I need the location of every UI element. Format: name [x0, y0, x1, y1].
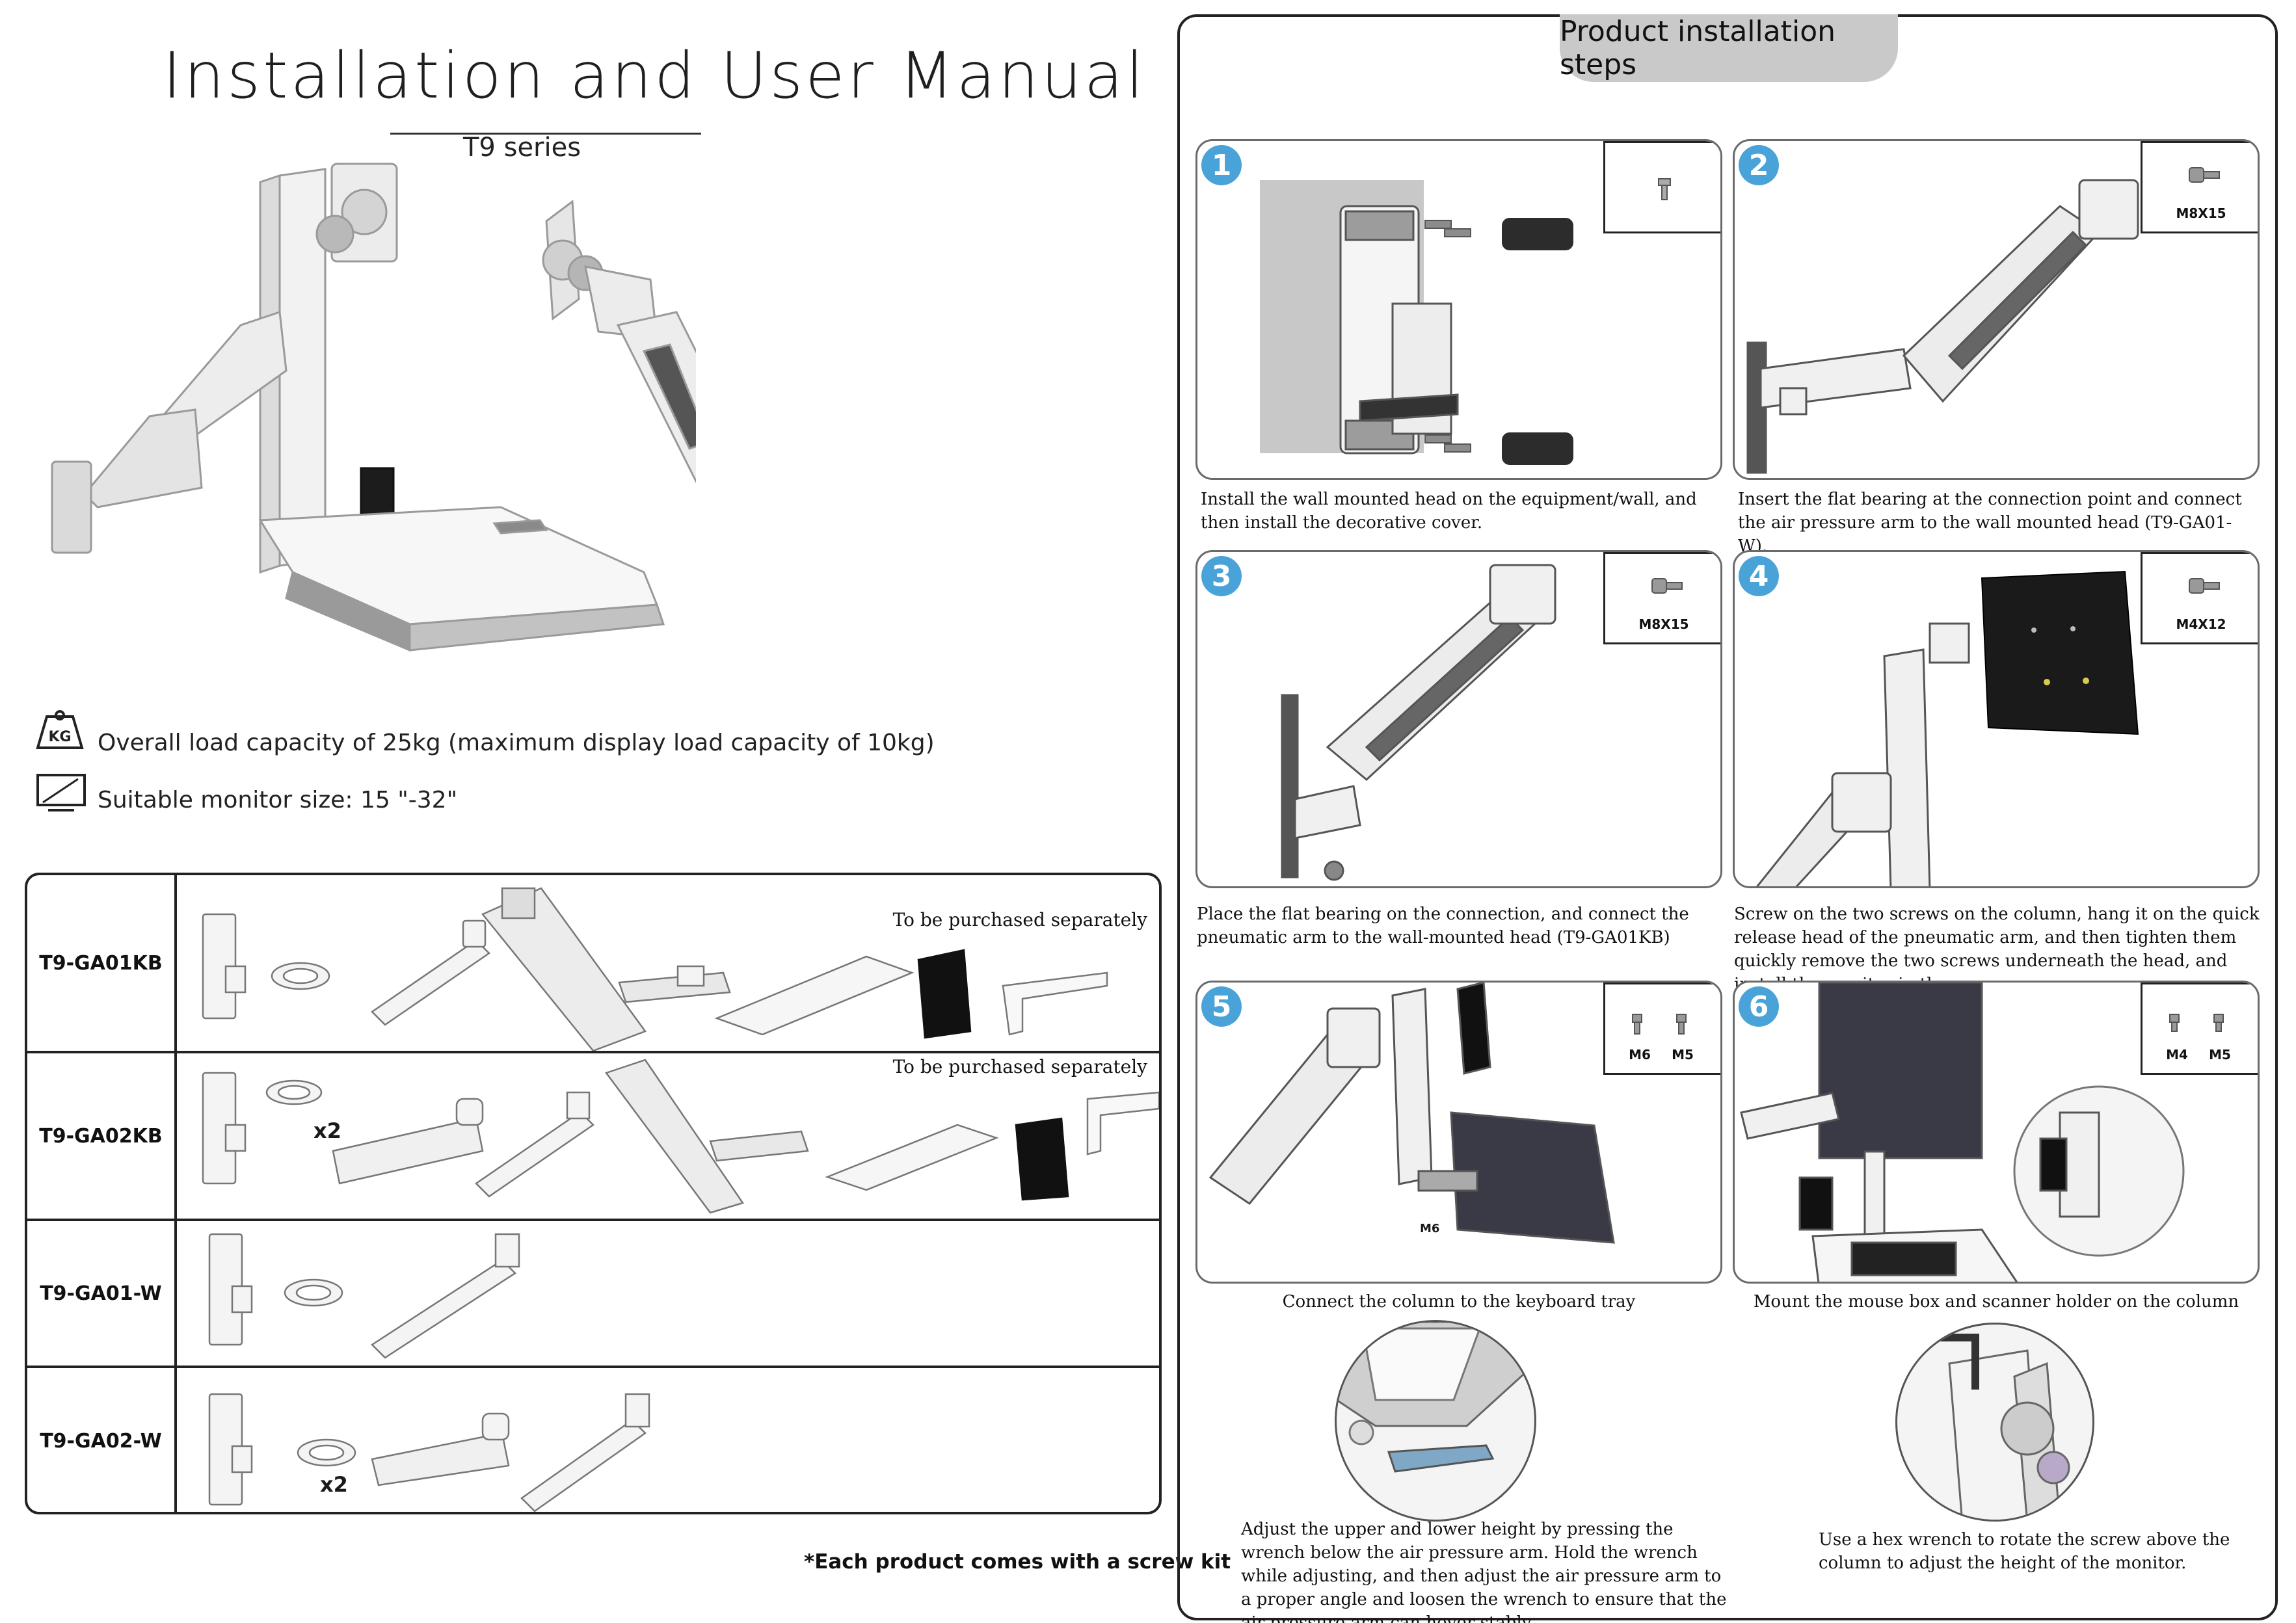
model-code: T9-GA02KB [39, 1124, 163, 1148]
step-3-panel: 3 M8X15 [1195, 550, 1722, 888]
inline-screw-label: M6 [1420, 1222, 1440, 1235]
arm-install-illustration [1746, 179, 2139, 474]
component-cells: To be purchased separately x2 [177, 1053, 1159, 1219]
hardware-box: M4 M5 [2141, 983, 2258, 1075]
hex-wrench-detail [1895, 1323, 2094, 1522]
step-number-badge: 5 [1201, 986, 1242, 1027]
hardware-spec: M5 [2209, 1047, 2231, 1062]
weight-kg-icon: KG [36, 710, 84, 749]
wall-arm-illustration [542, 200, 696, 484]
model-code: T9-GA01-W [40, 1282, 162, 1305]
step-5-panel: 5 M6 M6 M5 [1195, 981, 1722, 1284]
kit-components-illustration [208, 1233, 520, 1359]
step-number-badge: 3 [1201, 556, 1242, 596]
product-hero-illustration [51, 163, 696, 652]
step-2-caption: Insert the flat bearing at the connectio… [1738, 490, 2242, 556]
hardware-spec: M5 [1672, 1047, 1694, 1062]
page-title: Installation and User Manual [163, 39, 1147, 113]
step-6-caption: Mount the mouse box and scanner holder o… [1753, 1292, 2239, 1312]
step-number-badge: 4 [1739, 556, 1779, 596]
hardware-spec: M6 [1629, 1047, 1651, 1062]
step-6-panel: 6 M4 M5 [1733, 981, 2260, 1284]
screw-icon [1632, 1014, 1687, 1035]
quantity-label: x2 [314, 1118, 341, 1143]
series-subtitle: T9 series [463, 133, 581, 163]
hex-wrench-illustration [1923, 1334, 2070, 1520]
step-5-caption: Connect the column to the keyboard tray [1282, 1292, 1636, 1312]
kit-components-illustration [208, 1393, 650, 1512]
pneumatic-arm-illustration [1281, 564, 1556, 881]
screw-kit-note: *Each product comes with a screw kit [804, 1550, 1231, 1574]
table-row: T9-GA02KB To be purchased separately x2 [27, 1051, 1159, 1219]
weight-icon-label: KG [48, 729, 71, 745]
screw-icon [1658, 178, 1671, 200]
title-divider [390, 133, 701, 135]
step-number-badge: 6 [1739, 986, 1779, 1027]
table-row: T9-GA01KB To be purchased separately [27, 875, 1159, 1051]
hex-wrench-caption: Use a hex wrench to rotate the screw abo… [1819, 1530, 2230, 1573]
hardware-spec: M8X15 [1638, 616, 1689, 632]
mouse-box-illustration [1740, 983, 2185, 1282]
screw-icon [2189, 578, 2220, 594]
hardware-spec: M4X12 [2176, 616, 2226, 632]
kit-components-illustration [202, 1059, 1159, 1214]
table-row: T9-GA02-W x2 [27, 1366, 1159, 1512]
separate-purchase-note: To be purchased separately [892, 1056, 1147, 1077]
model-code: T9-GA01KB [39, 951, 163, 975]
steps-section-title: Product installation steps [1560, 14, 1898, 82]
hardware-spec: M8X15 [2176, 205, 2226, 221]
step-1-caption: Install the wall mounted head on the equ… [1201, 490, 1697, 533]
quantity-label: x2 [320, 1472, 348, 1497]
table-column-divider [174, 875, 177, 1512]
column-assembly-illustration [51, 163, 665, 652]
step-number-badge: 2 [1739, 145, 1779, 185]
hardware-box: M8X15 [2141, 141, 2258, 233]
component-cells: x2 [177, 1368, 1159, 1512]
step-3-caption: Place the flat bearing on the connection… [1197, 904, 1689, 947]
component-cells [177, 1221, 1159, 1366]
load-capacity-text: Overall load capacity of 25kg (maximum d… [98, 730, 935, 756]
keyboard-tray-illustration [1208, 983, 1615, 1244]
monitor-size-text: Suitable monitor size: 15 "-32" [98, 787, 458, 813]
component-cells: To be purchased separately [177, 875, 1159, 1051]
kit-components-illustration [202, 887, 1108, 1051]
monitor-size-icon [36, 774, 86, 812]
hardware-spec: M4 [2166, 1047, 2188, 1062]
hardware-box: M8X15 [1603, 552, 1720, 644]
hardware-box: M6 M5 [1603, 983, 1720, 1075]
screw-icon [1651, 578, 1683, 594]
wall-head-illustration [1260, 180, 1573, 465]
screw-icon [2189, 167, 2220, 183]
wrench-adjust-detail [1335, 1320, 1536, 1522]
separate-purchase-note: To be purchased separately [892, 909, 1147, 930]
monitor-mount-illustration [1755, 570, 2139, 886]
wrench-adjust-caption: Adjust the upper and lower height by pre… [1241, 1520, 1727, 1623]
wrench-adjust-illustration [1337, 1322, 1534, 1473]
step-2-panel: 2 M8X15 [1733, 139, 2260, 480]
hardware-box: M4X12 [2141, 552, 2258, 644]
step-4-panel: 4 M4X12 [1733, 550, 2260, 888]
screw-icon [2169, 1014, 2224, 1032]
step-1-panel: 1 [1195, 139, 1722, 480]
step-number-badge: 1 [1201, 145, 1242, 185]
hardware-box [1603, 141, 1720, 233]
model-components-table: T9-GA01KB To be purchased separately T9-… [25, 873, 1162, 1514]
model-code: T9-GA02-W [40, 1430, 162, 1453]
table-row: T9-GA01-W [27, 1219, 1159, 1366]
